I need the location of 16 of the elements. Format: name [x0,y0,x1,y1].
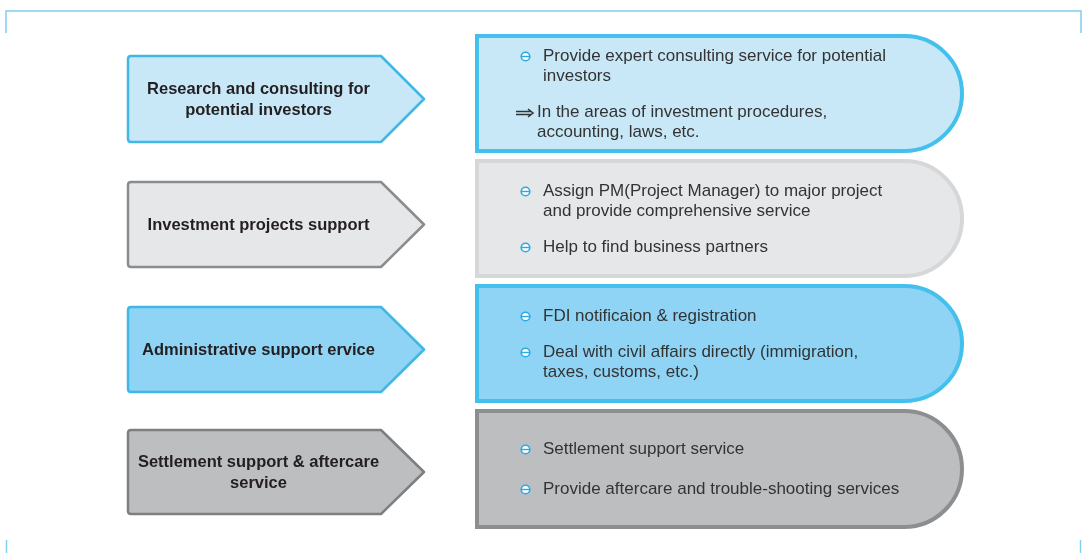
service-panel [475,34,964,153]
service-text: Deal with civil affairs directly (immigration, taxes, customs, etc.) [543,341,860,382]
service-panel [475,159,964,278]
category-label: Settlement support & aftercare service [136,451,381,493]
category-label: Investment projects support [147,214,370,235]
service-text: Provide aftercare and trouble-shooting services [543,479,900,499]
category-label: Administrative support ervice [142,339,375,360]
service-text: Assign PM(Project Manager) to major project and provide comprehensive service [543,180,884,221]
service-text: FDI notificaion & registration [543,305,757,326]
service-panel [475,409,964,529]
service-text: Help to find business partners [543,236,768,257]
service-panel [475,284,964,403]
service-text: Provide expert consulting service for potential investors [543,45,887,86]
category-label: Research and consulting for potential investors [146,78,371,120]
service-text: Settlement support service [543,439,745,459]
service-text: In the areas of investment procedures, accounting, laws, etc. [537,101,829,142]
